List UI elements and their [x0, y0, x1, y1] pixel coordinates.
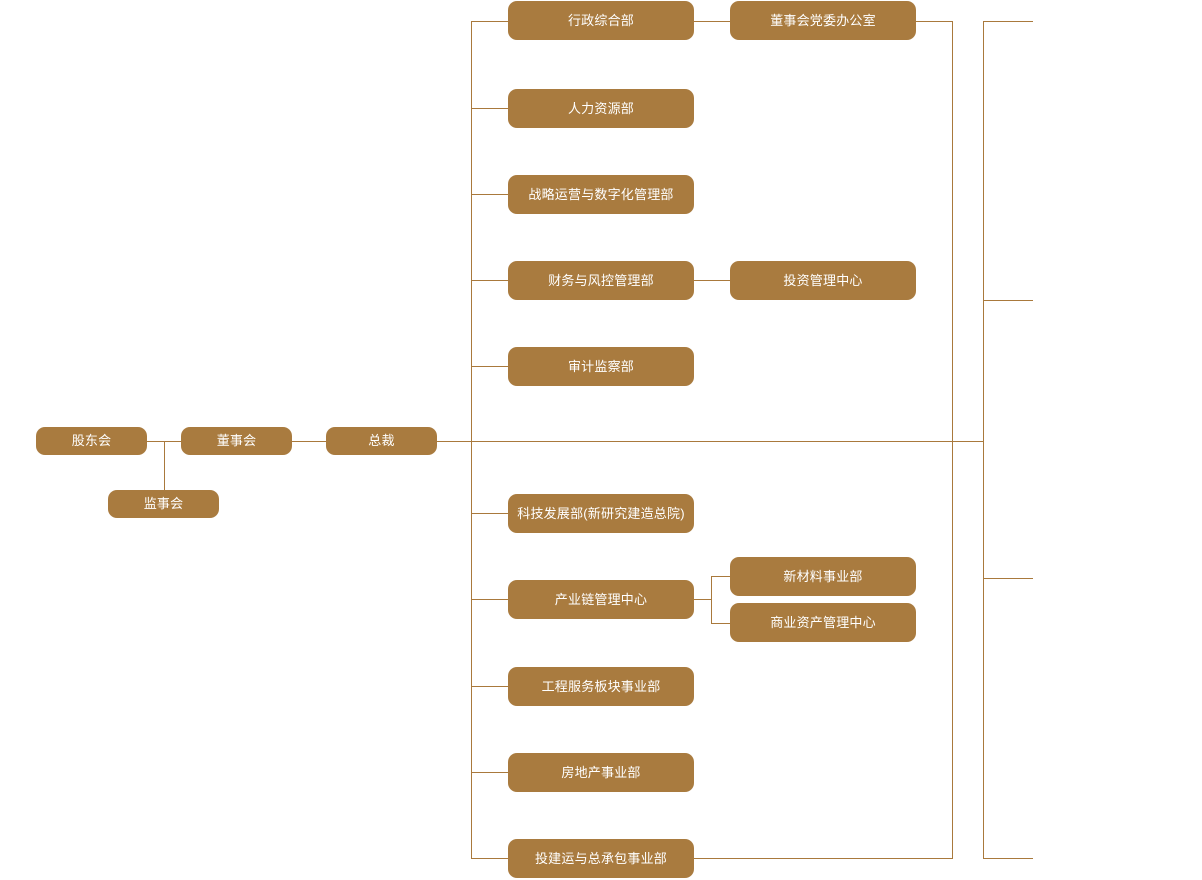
connector-outer-stub-middle-lower [983, 578, 1033, 579]
connector-outer-stub-middle-upper [983, 300, 1033, 301]
node-strategy-digital-dept[interactable]: 战略运营与数字化管理部 [508, 175, 694, 214]
node-board-of-directors[interactable]: 董事会 [181, 427, 292, 455]
node-new-materials-division[interactable]: 新材料事业部 [730, 557, 916, 596]
node-human-resources-dept[interactable]: 人力资源部 [508, 89, 694, 128]
connector-main-spine-upper [471, 21, 472, 441]
connector-right-spine-outer [983, 21, 984, 859]
connector-industry-chain-bracket [711, 576, 712, 623]
connector-stub-strategy-digital [471, 194, 508, 195]
node-investment-center[interactable]: 投资管理中心 [730, 261, 916, 300]
connector-stub-human-resources [471, 108, 508, 109]
connector-investment-construction-out [694, 858, 953, 859]
connector-industry-chain-out [694, 599, 711, 600]
node-finance-risk-dept[interactable]: 财务与风控管理部 [508, 261, 694, 300]
connector-stub-engineering-services [471, 686, 508, 687]
connector-spine-bottom-cap [471, 858, 508, 859]
node-investment-construction-division[interactable]: 投建运与总承包事业部 [508, 839, 694, 878]
connector-shareholders-drop-to-supervisory [164, 441, 165, 504]
connector-right-spine-inner [952, 21, 953, 859]
connector-outer-cap-top [983, 21, 1033, 22]
connector-spine-top-cap [471, 21, 508, 22]
node-admin-general-dept[interactable]: 行政综合部 [508, 1, 694, 40]
connector-stub-tech-development [471, 513, 508, 514]
node-shareholders-meeting[interactable]: 股东会 [36, 427, 147, 455]
node-engineering-services-division[interactable]: 工程服务板块事业部 [508, 667, 694, 706]
connector-bracket-to-commercial-asset [711, 623, 730, 624]
connector-finance-to-investment [694, 280, 730, 281]
connector-stub-audit-supervision [471, 366, 508, 367]
connector-party-office-out [916, 21, 953, 22]
node-board-party-office[interactable]: 董事会党委办公室 [730, 1, 916, 40]
node-audit-supervision-dept[interactable]: 审计监察部 [508, 347, 694, 386]
node-president[interactable]: 总裁 [326, 427, 437, 455]
node-industry-chain-center[interactable]: 产业链管理中心 [508, 580, 694, 619]
connector-stub-industry-chain [471, 599, 508, 600]
connector-outer-cap-bottom [983, 858, 1033, 859]
connector-stub-finance-risk [471, 280, 508, 281]
node-tech-development-dept[interactable]: 科技发展部(新研究建造总院) [508, 494, 694, 533]
connector-board-to-president [292, 441, 326, 442]
connector-bracket-to-new-materials [711, 576, 730, 577]
node-commercial-asset-center[interactable]: 商业资产管理中心 [730, 603, 916, 642]
connector-president-to-trunk [437, 441, 984, 442]
connector-stub-real-estate [471, 772, 508, 773]
connector-admin-to-party-office [694, 21, 730, 22]
connector-main-spine-lower [471, 441, 472, 858]
node-supervisory-board[interactable]: 监事会 [108, 490, 219, 518]
node-real-estate-division[interactable]: 房地产事业部 [508, 753, 694, 792]
